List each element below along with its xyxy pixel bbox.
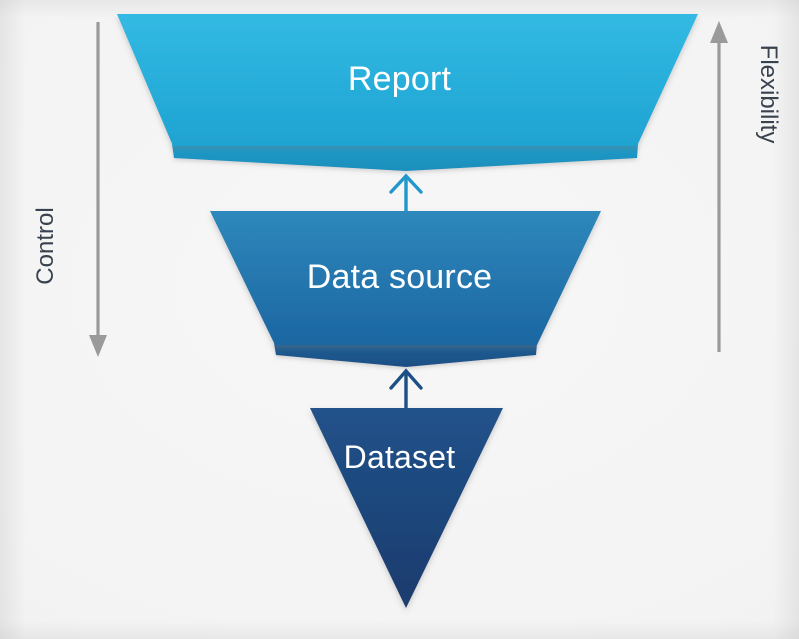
control-axis-arrow bbox=[89, 22, 107, 357]
connector-dataset-to-data-source-icon bbox=[389, 368, 423, 408]
control-axis-label: Control bbox=[32, 207, 59, 285]
flexibility-axis-arrow bbox=[710, 21, 728, 352]
report-shape bbox=[117, 14, 698, 146]
funnel-stage-report[interactable] bbox=[117, 14, 698, 171]
connector-data-source-to-report-icon bbox=[389, 173, 423, 212]
funnel-stage-data-source[interactable] bbox=[210, 211, 601, 367]
data-source-shape bbox=[210, 211, 601, 345]
dataset-shape bbox=[310, 408, 503, 608]
funnel-stage-dataset[interactable] bbox=[310, 408, 503, 608]
flexibility-axis-label: Flexibility bbox=[755, 44, 782, 144]
report-base-shape bbox=[172, 144, 638, 171]
data-source-base-shape bbox=[274, 343, 537, 367]
